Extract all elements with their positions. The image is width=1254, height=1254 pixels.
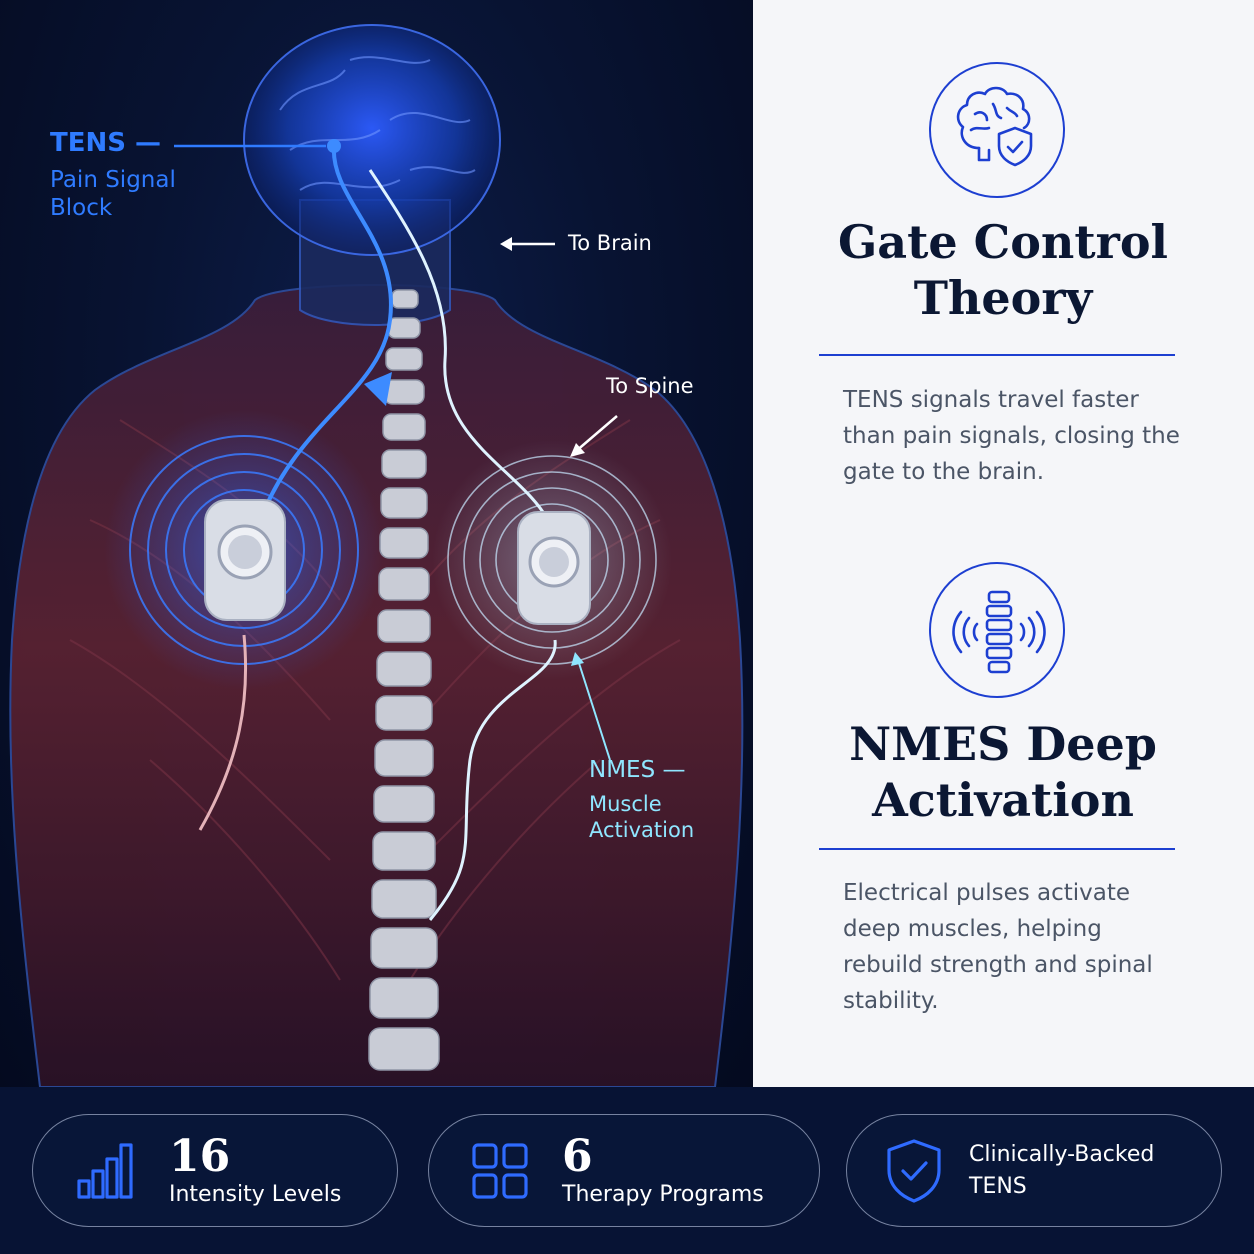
spine-vibration-icon	[929, 562, 1065, 698]
nmes-electrode-pad	[517, 511, 591, 625]
feature-label: Clinically-Backed TENS	[969, 1142, 1155, 1199]
bar-chart-icon	[77, 1143, 133, 1199]
feature-bar: 16 Intensity Levels 6 Therapy Programs C…	[0, 1087, 1254, 1254]
to-spine-label: To Spine	[606, 374, 694, 398]
divider	[819, 354, 1175, 356]
back-anatomy-graphic	[9, 24, 744, 1087]
feature-number: 6	[562, 1131, 593, 1182]
nmes-lower-line	[428, 639, 557, 921]
nmes-label-subtitle: Muscle Activation	[589, 792, 695, 842]
feature-clinically-backed: Clinically-Backed TENS	[846, 1114, 1222, 1227]
to-brain-label: To Brain	[568, 231, 652, 255]
section-body-gate-control: TENS signals travel faster than pain sig…	[843, 387, 1180, 485]
nmes-label-title: NMES —	[589, 757, 686, 783]
info-panel: Gate Control Theory TENS signals travel …	[753, 0, 1254, 1087]
section-heading-nmes: NMES Deep Activation	[849, 717, 1157, 827]
feature-therapy-programs: 6 Therapy Programs	[428, 1114, 820, 1227]
tens-lead-wire	[198, 634, 248, 831]
nmes-signal-line	[368, 169, 550, 521]
feature-number: 16	[169, 1131, 231, 1182]
tens-label-title: TENS —	[50, 128, 162, 158]
tens-signal-line	[260, 145, 393, 517]
tens-electrode-pad	[204, 499, 286, 621]
section-body-nmes: Electrical pulses activate deep muscles,…	[843, 880, 1153, 1014]
tens-label-subtitle: Pain Signal Block	[50, 167, 176, 222]
feature-label: Therapy Programs	[562, 1182, 764, 1207]
anatomy-illustration: TENS — Pain Signal Block To Brain To Spi…	[0, 0, 753, 1087]
shield-check-icon	[887, 1139, 941, 1203]
grid-icon	[472, 1143, 528, 1199]
section-heading-gate-control: Gate Control Theory	[838, 215, 1168, 325]
feature-intensity-levels: 16 Intensity Levels	[32, 1114, 398, 1227]
spine	[368, 289, 440, 1071]
divider	[819, 848, 1175, 850]
feature-label: Intensity Levels	[169, 1182, 342, 1207]
head	[243, 24, 501, 256]
brain-shield-icon	[929, 62, 1065, 198]
